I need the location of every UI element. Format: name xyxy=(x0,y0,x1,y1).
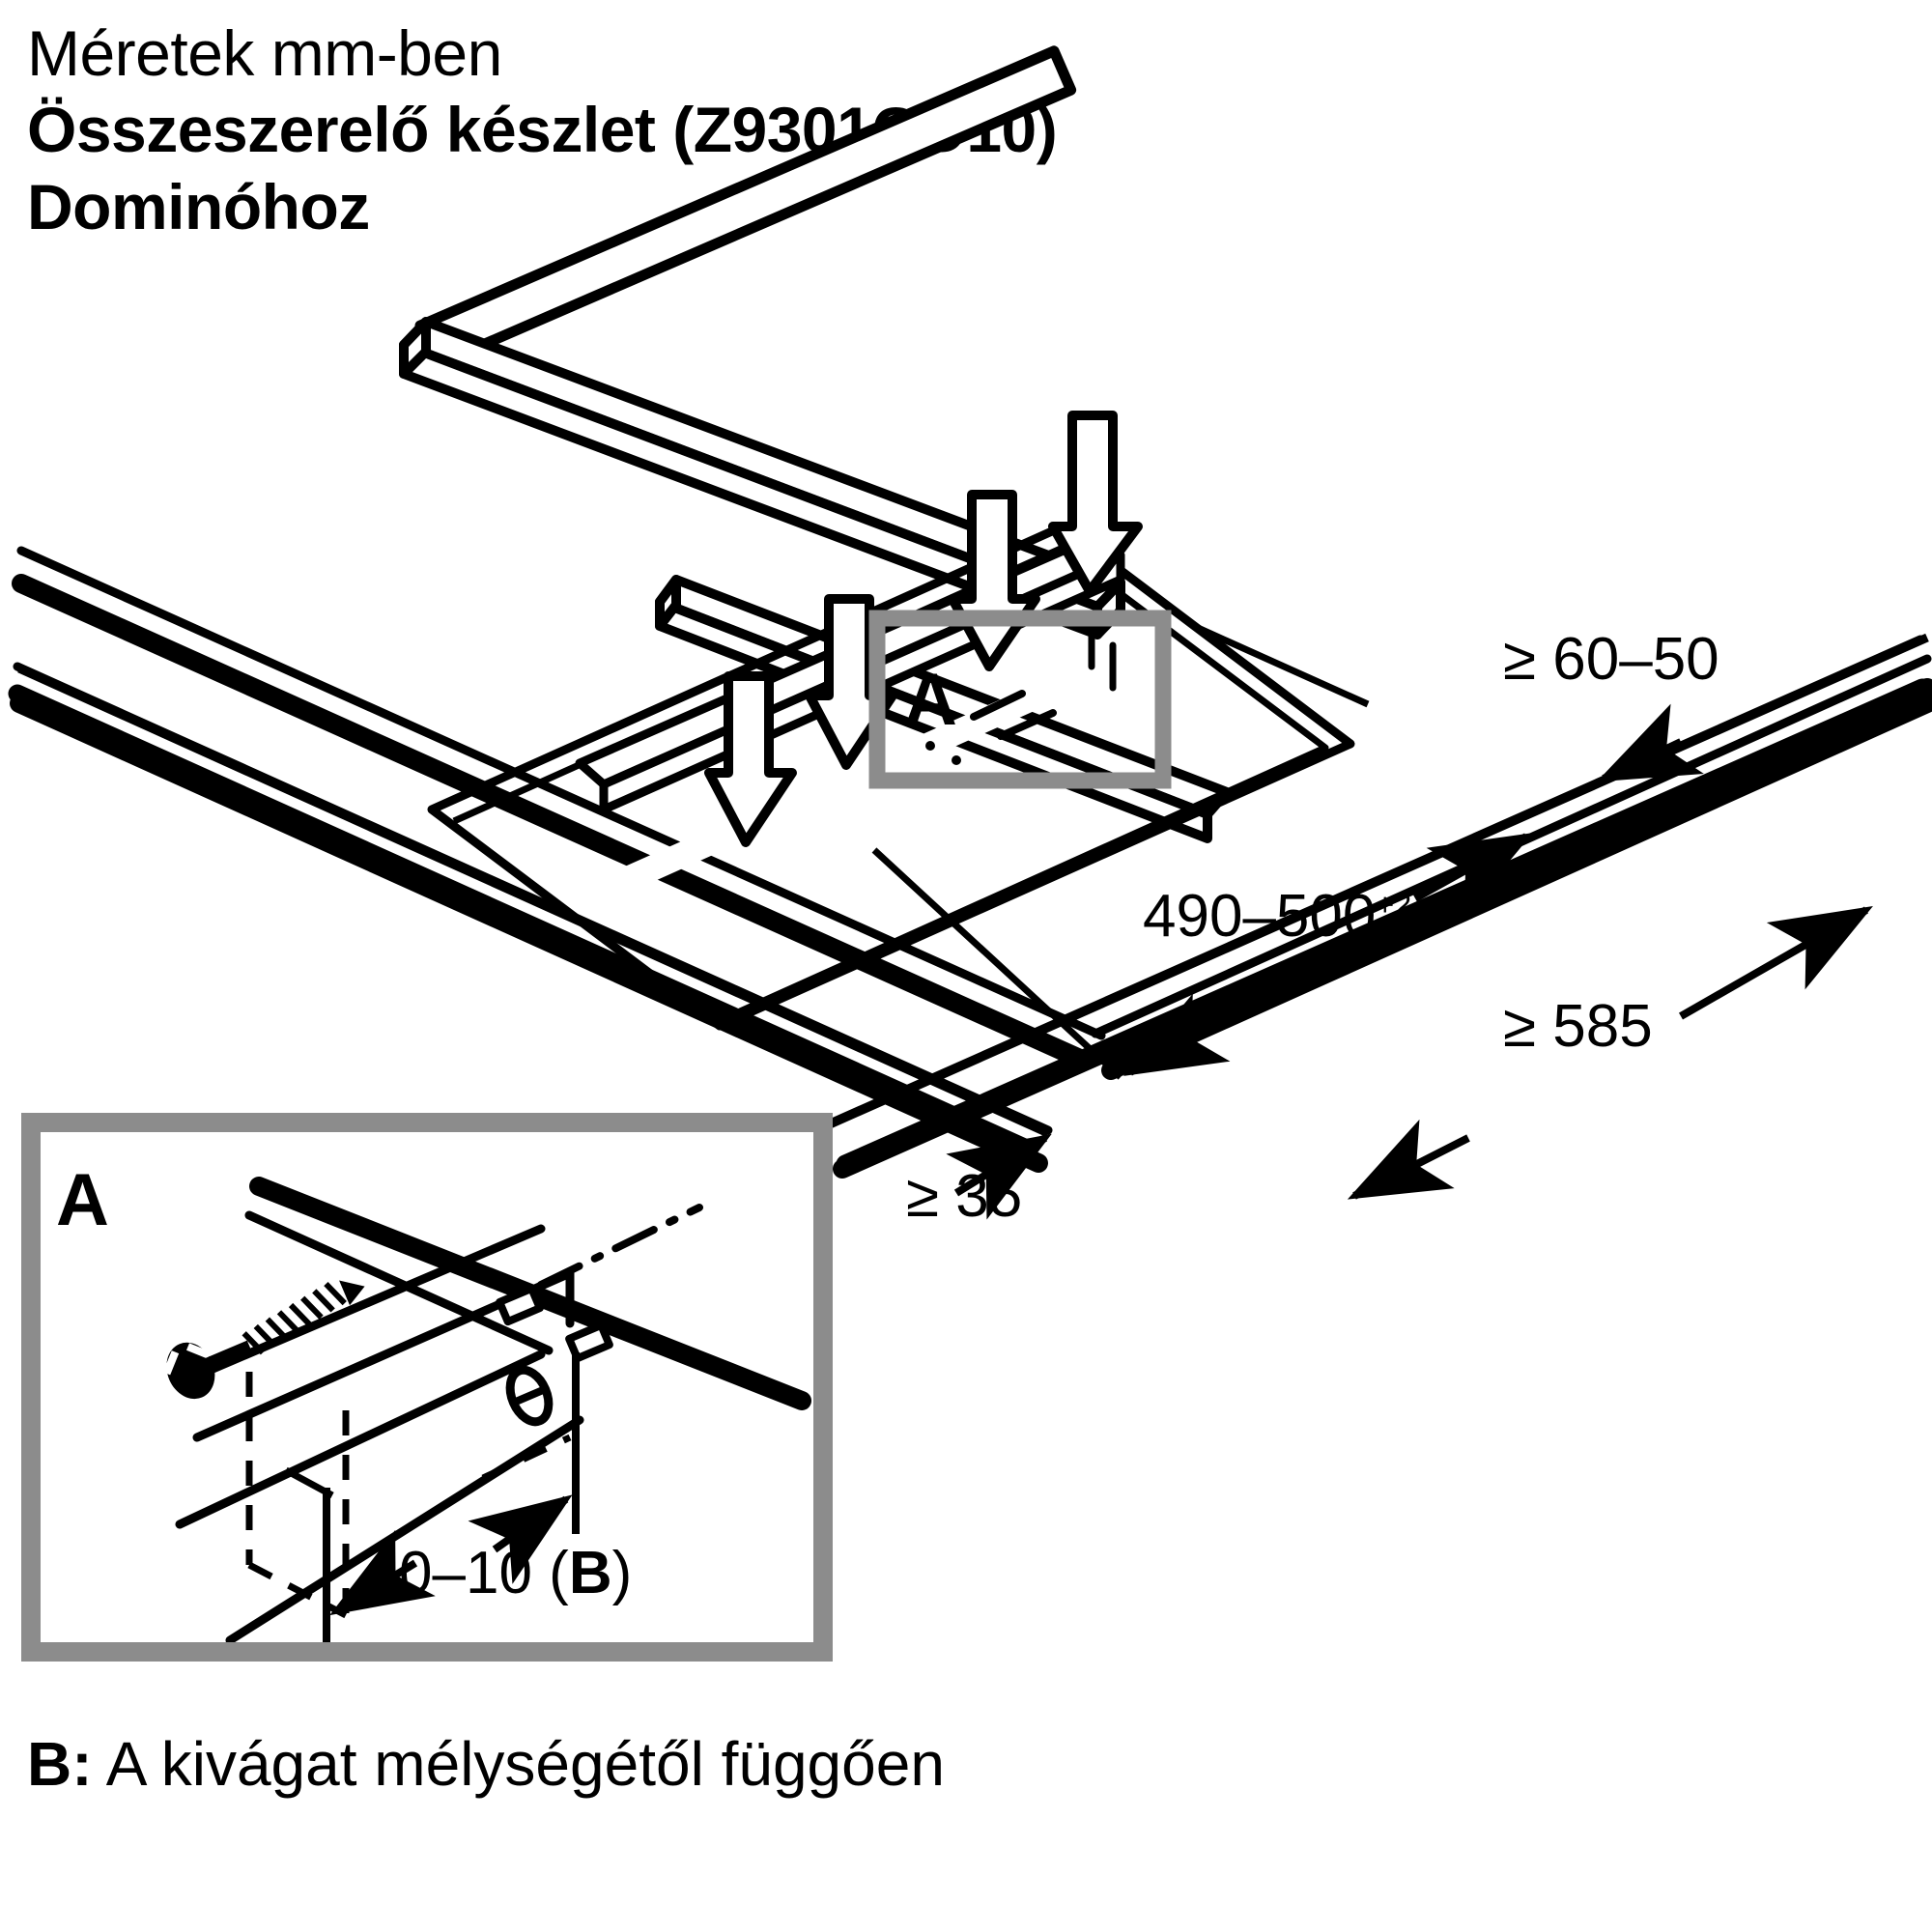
mounting-rail-bar xyxy=(399,317,1125,639)
worktop-rear-edges xyxy=(667,280,1922,903)
detail-dim-0-10 xyxy=(284,1352,580,1642)
dim-gap-top xyxy=(1596,703,1704,782)
units-note: Méretek mm-ben xyxy=(27,17,502,89)
insertion-arrow-4 xyxy=(1048,411,1143,596)
detail-centreline xyxy=(537,1204,703,1289)
dimension-label-cutout-width: 490–500+2 xyxy=(1143,887,1411,947)
dim-worktop-depth xyxy=(1347,906,1873,1200)
callout-letter-a-main: A xyxy=(904,659,957,741)
detail-screw-hole xyxy=(505,1365,554,1427)
footnote-marker: B: xyxy=(27,1729,93,1799)
dimension-label-gap-top: ≥ 60–50 xyxy=(1503,626,1719,693)
detail-offset-paren-close: ) xyxy=(611,1540,633,1606)
callout-letter-a-detail: A xyxy=(56,1159,109,1241)
footnote-text: A kivágat mélységétől függően xyxy=(92,1729,945,1799)
detail-a-contents xyxy=(162,1177,811,1642)
page-title-line2: Dominóhoz xyxy=(27,171,370,242)
mounting-rail xyxy=(414,45,1077,368)
insertion-arrow-1 xyxy=(704,671,797,847)
dimension-label-detail-offset: 0–10 (B) xyxy=(399,1544,632,1604)
detail-offset-ref-b: B xyxy=(568,1540,612,1606)
worktop-back-top-edge xyxy=(410,92,1922,638)
dim-front-gap xyxy=(946,1133,1052,1220)
dimension-value-cutout-width: 490–500 xyxy=(1143,883,1377,950)
detail-mount-tabs xyxy=(496,1284,613,1363)
detail-offset-paren-open: ( xyxy=(549,1540,569,1606)
footnote-b: B: A kivágat mélységétől függően xyxy=(27,1726,945,1802)
dimension-label-worktop-depth: ≥ 585 xyxy=(1503,993,1653,1060)
dimension-value-detail-offset: 0–10 xyxy=(399,1540,550,1606)
worktop-right-edge-pair xyxy=(819,633,1932,1179)
worktop-left-edge-pair xyxy=(10,664,1050,1173)
dim-cutout-width xyxy=(871,624,1533,1080)
callout-frame-a-main xyxy=(868,610,1172,789)
rail-detail-strokes xyxy=(925,624,1117,765)
detail-screw xyxy=(162,1280,365,1400)
dimension-tolerance-cutout-width: +2 xyxy=(1376,887,1412,923)
dimension-label-front-gap: ≥ 35 xyxy=(906,1163,1023,1230)
